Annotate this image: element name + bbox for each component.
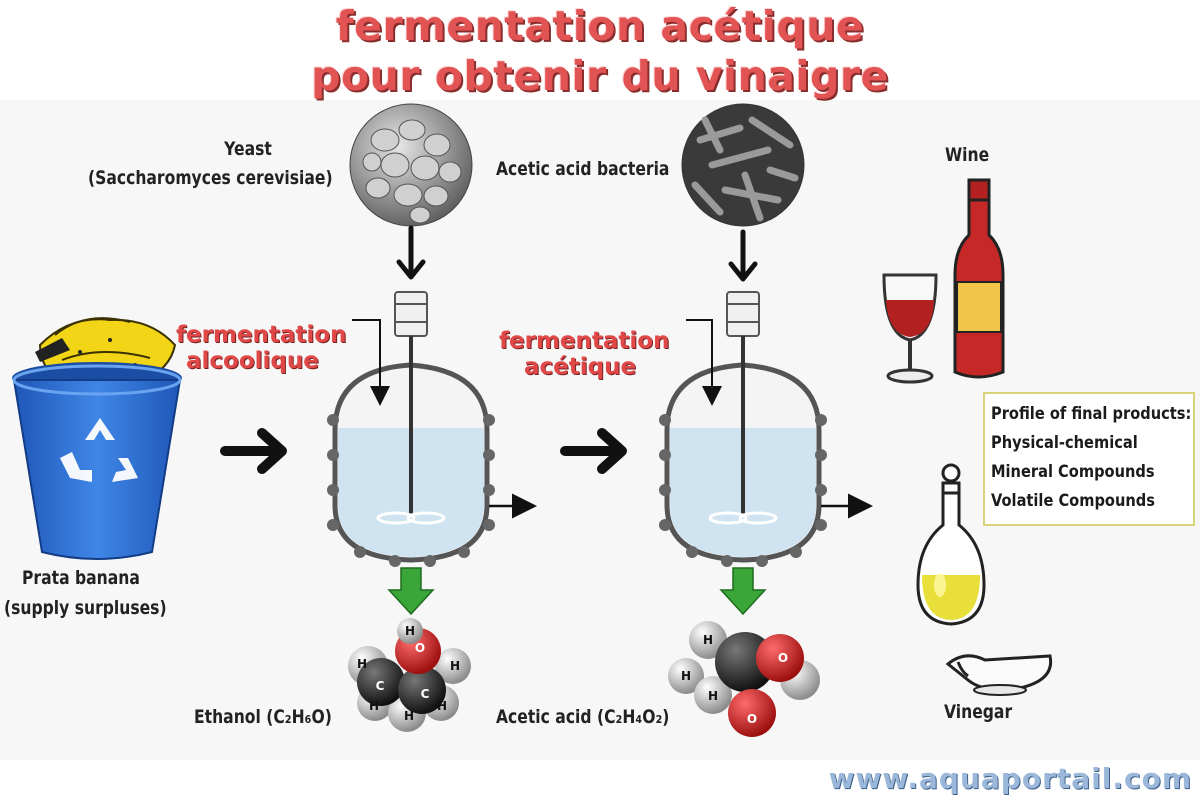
green-arrow-acetic xyxy=(719,567,767,616)
step-alcoholic-line1: fermentation xyxy=(176,322,347,348)
atom-label: H xyxy=(450,659,460,673)
atom-label: H xyxy=(703,633,713,647)
acetic-bacteria-label: Acetic acid bacteria xyxy=(496,158,670,180)
website-watermark: www.aquaportail.com xyxy=(828,762,1192,795)
atom-label: C xyxy=(376,679,385,693)
step-acetic-line2: acétique xyxy=(524,354,637,380)
fermenter-tank-2 xyxy=(659,291,873,567)
process-arrow-1 xyxy=(220,428,287,474)
green-arrow-ethanol xyxy=(387,567,435,616)
profile-heading: Profile of final products: xyxy=(991,404,1192,424)
process-arrow-2 xyxy=(560,428,627,474)
banana-label: Prata banana xyxy=(22,567,140,589)
atom-label: H xyxy=(437,699,447,713)
banana-note-label: (supply surpluses) xyxy=(4,597,167,619)
arrow-yeast-down xyxy=(396,225,426,280)
yeast-micrograph xyxy=(349,103,473,227)
page-title-line1: fermentation acétique xyxy=(335,2,865,50)
atom-label: O xyxy=(778,651,788,665)
arrow-bacteria-down xyxy=(728,229,758,282)
step-acetic-line1: fermentation xyxy=(499,328,670,354)
atom-label: C xyxy=(421,687,430,701)
wine-glass-icon xyxy=(882,273,938,384)
atom-label: H xyxy=(708,689,718,703)
fermenter-tank-1 xyxy=(327,291,537,567)
vinegar-carafe-icon xyxy=(916,463,986,626)
ethanol-label: Ethanol (C₂H₆O) xyxy=(194,706,332,728)
atom-label: O xyxy=(747,712,757,726)
atom-label: H xyxy=(681,669,691,683)
recycle-bin-icon xyxy=(12,362,182,560)
yeast-label: Yeast xyxy=(224,138,272,160)
atom-label: H xyxy=(369,699,379,713)
profile-item: Volatile Compounds xyxy=(991,491,1155,511)
atom-label: O xyxy=(415,641,425,655)
final-products-profile-box: Profile of final products: Physical-chem… xyxy=(983,392,1195,526)
page-title-line2: pour obtenir du vinaigre xyxy=(311,52,889,100)
gravy-boat-icon xyxy=(945,654,1053,696)
acetic-acid-molecule: H H H O O xyxy=(668,621,820,737)
profile-item: Mineral Compounds xyxy=(991,462,1155,482)
atom-label: H xyxy=(357,657,367,671)
atom-label: H xyxy=(404,709,414,723)
vinegar-label: Vinegar xyxy=(944,701,1013,723)
profile-item: Physical-chemical xyxy=(991,433,1138,453)
wine-bottle-icon xyxy=(953,178,1005,379)
atom-label: H xyxy=(405,624,415,638)
yeast-species-label: (Saccharomyces cerevisiae) xyxy=(88,167,333,189)
step-alcoholic-line2: alcoolique xyxy=(186,348,319,374)
bacteria-micrograph xyxy=(681,103,805,227)
acetic-acid-label: Acetic acid (C₂H₄O₂) xyxy=(496,706,670,728)
ethanol-molecule: H O H H C C H H H xyxy=(348,618,471,732)
wine-label: Wine xyxy=(945,144,990,166)
